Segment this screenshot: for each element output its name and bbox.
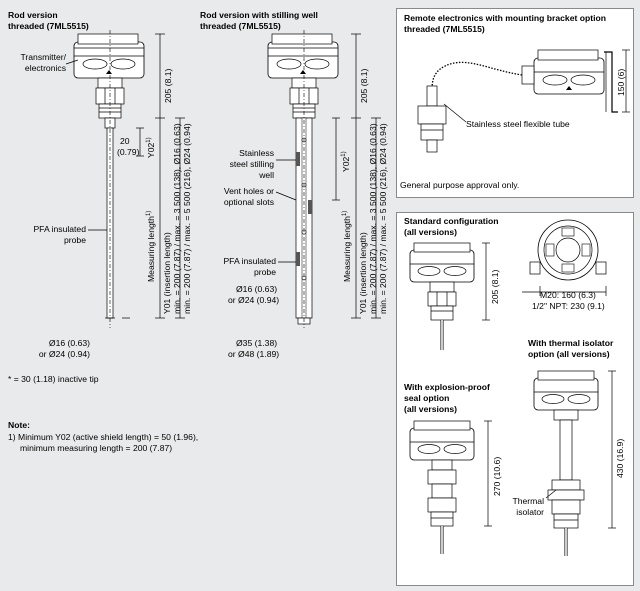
explosion-subtitle-2: (all versions) <box>404 404 458 414</box>
thermal-subtitle: option (all versions) <box>528 349 610 359</box>
rod-dim-20b: (0.79) <box>117 147 140 157</box>
well-y02: Y021) <box>340 151 351 172</box>
rod-pfa-label: PFA insulated <box>33 224 86 234</box>
well-dia-d: or Ø48 (1.89) <box>228 349 280 359</box>
note-line-1: 1) Minimum Y02 (active shield length) = … <box>8 432 199 442</box>
rod-version-drawing <box>65 30 185 328</box>
explosion-title: With explosion-proof <box>404 382 490 392</box>
note-line-2: minimum measuring length = 200 (7.87) <box>20 443 173 453</box>
stainless-label: Stainless <box>239 148 274 158</box>
rod-dim-y02: Y021) <box>145 137 156 158</box>
well-pfa-label-2: probe <box>254 267 276 277</box>
flexible-tube-label: Stainless steel flexible tube <box>466 119 570 129</box>
inactive-tip-note: * = 30 (1.18) inactive tip <box>8 374 99 384</box>
vent-label-2: optional slots <box>223 197 274 207</box>
approval-note: General purpose approval only. <box>400 180 520 190</box>
standard-title: Standard configuration <box>404 216 499 226</box>
standard-subtitle: (all versions) <box>404 227 458 237</box>
stainless-label-3: well <box>259 170 274 180</box>
well-pfa-label: PFA insulated <box>223 256 276 266</box>
rod-pfa-label-2: probe <box>64 235 86 245</box>
thermal-iso-label-2: isolator <box>516 507 544 517</box>
remote-electronics-drawing <box>417 49 630 153</box>
well-y01: Y01 (insertion length) <box>358 232 368 314</box>
explosion-proof-drawing <box>409 420 492 554</box>
well-dia-b: or Ø24 (0.94) <box>228 295 280 305</box>
rod-dia-2: or Ø24 (0.94) <box>38 349 90 359</box>
standard-dim: 205 (8.1) <box>490 269 500 304</box>
thermal-iso-label: Thermal <box>512 496 544 506</box>
well-dia-a: Ø16 (0.63) <box>236 284 278 294</box>
npt-dim: 1/2" NPT: 230 (9.1) <box>532 301 605 311</box>
thermal-dim: 430 (16.9) <box>615 438 625 478</box>
stilling-well-drawing <box>267 30 381 328</box>
vent-label: Vent holes or <box>223 186 274 196</box>
well-min16: min. = 200 (7.87) / max. = 3 500 (138), … <box>368 123 378 314</box>
well-measuring-length: Measuring length1) <box>341 210 352 282</box>
transmitter-label-2: electronics <box>24 63 66 73</box>
rod-dia-1: Ø16 (0.63) <box>48 338 90 348</box>
rod-version-title: Rod version <box>8 10 58 20</box>
well-dia-c: Ø35 (1.38) <box>236 338 278 348</box>
note-title: Note: <box>8 420 30 430</box>
thermal-title: With thermal isolator <box>528 338 614 348</box>
stilling-well-title: Rod version with stilling well <box>200 10 318 20</box>
standard-config-drawing <box>409 219 607 350</box>
thermal-isolator-drawing <box>533 370 616 556</box>
explosion-dim: 270 (10.6) <box>492 456 502 496</box>
well-dim-top: 205 (8.1) <box>359 68 369 103</box>
m20-dim: M20: 160 (6.3) <box>540 290 596 300</box>
housing-lid <box>77 33 139 45</box>
rod-y01: Y01 (insertion length) <box>162 232 172 314</box>
remote-dim: 150 (6) <box>616 68 626 96</box>
explosion-subtitle: seal option <box>404 393 450 403</box>
rod-dim-top: 205 (8.1) <box>163 68 173 103</box>
rod-min24: min. = 200 (7.87) / max. = 5 500 (216), … <box>182 123 192 314</box>
remote-subtitle: threaded (7ML5515) <box>404 24 485 34</box>
well-min24: min. = 200 (7.87) / max. = 5 500 (216), … <box>378 123 388 314</box>
rod-version-subtitle: threaded (7ML5515) <box>8 21 89 31</box>
stainless-label-2: steel stilling <box>229 159 274 169</box>
rod-min16: min. = 200 (7.87) / max. = 3 500 (138), … <box>172 123 182 314</box>
rod-measuring-length: Measuring length1) <box>145 210 156 282</box>
transmitter-label: Transmitter/ <box>20 52 66 62</box>
rod-dim-20: 20 <box>120 136 130 146</box>
stilling-well-subtitle: threaded (7ML5515) <box>200 21 281 31</box>
remote-title: Remote electronics with mounting bracket… <box>404 13 606 23</box>
